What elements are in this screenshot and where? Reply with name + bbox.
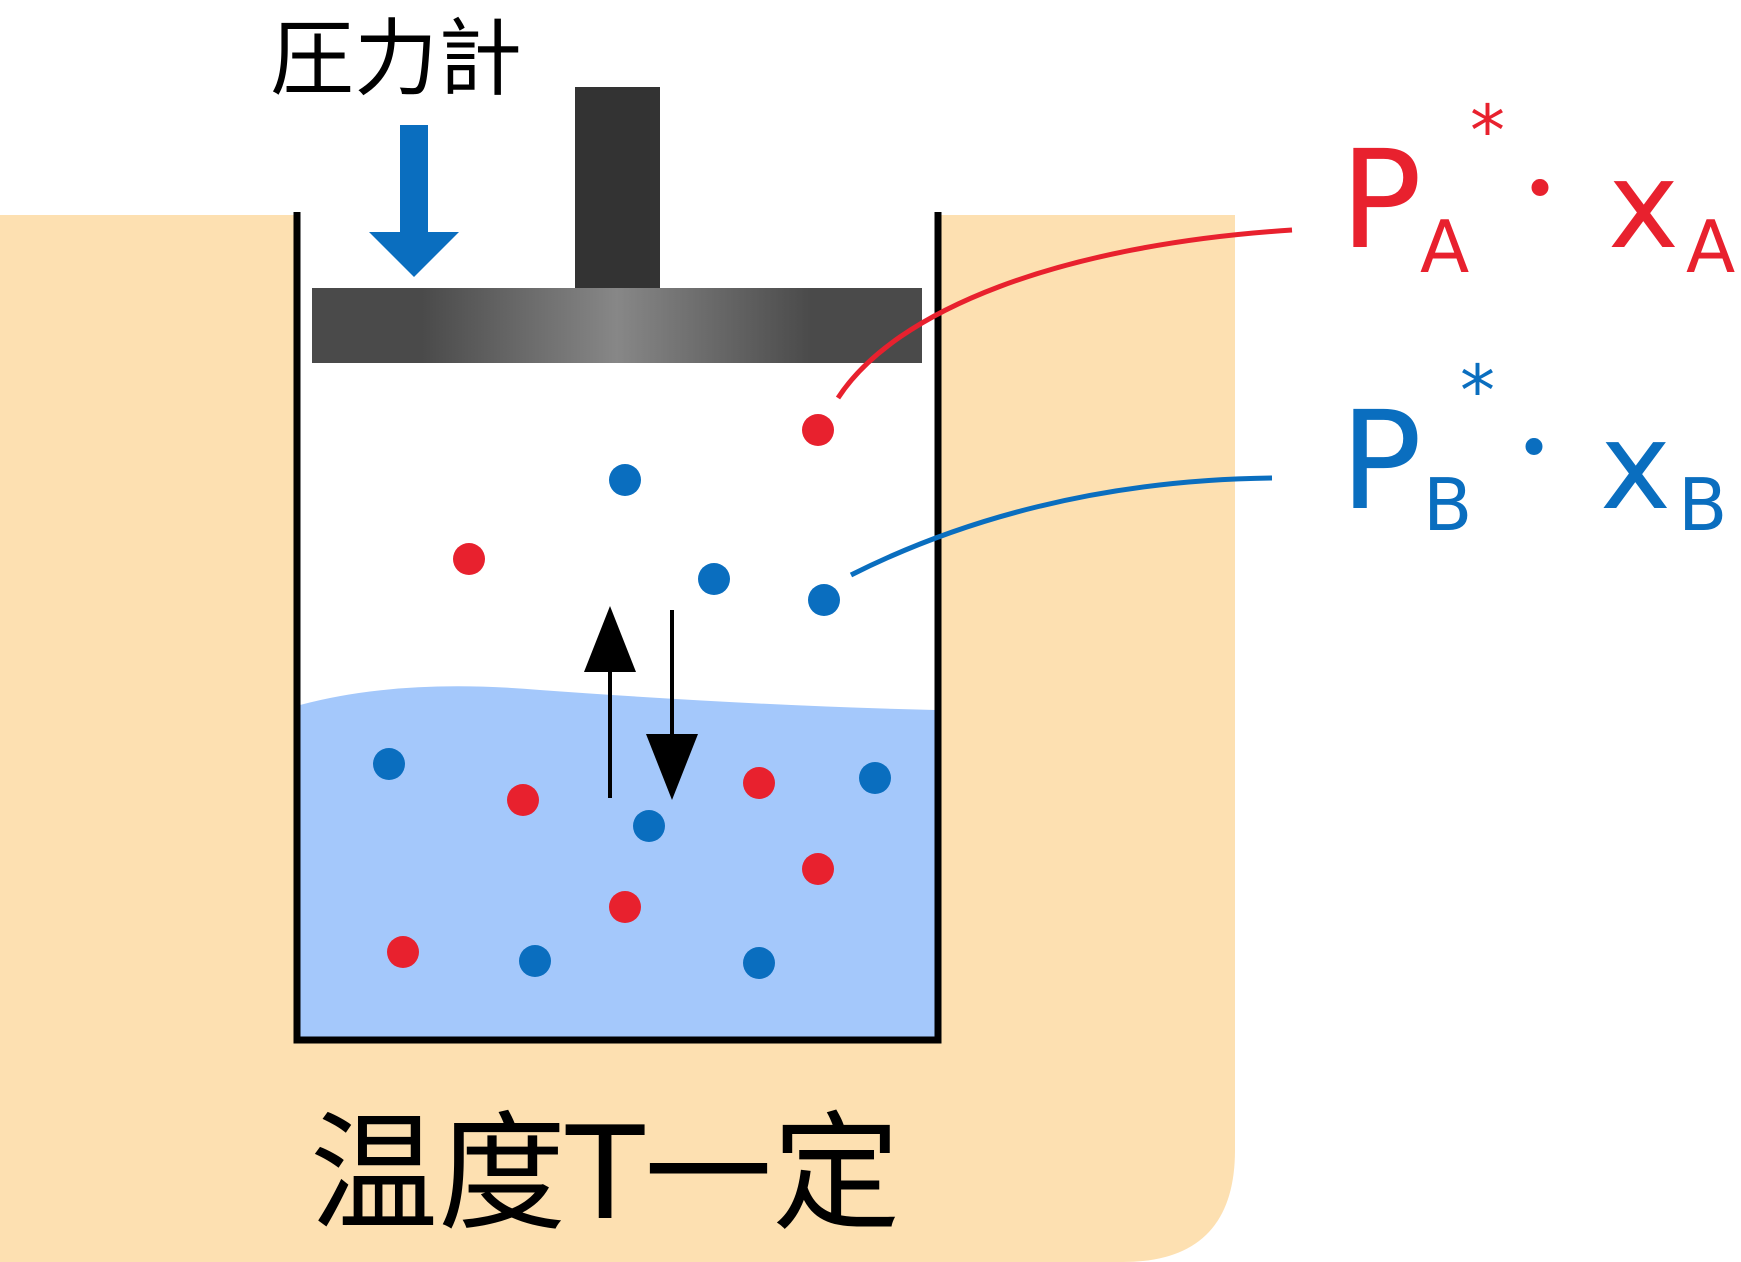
formula-b-dot: ・	[1494, 403, 1574, 496]
liquid-molecule-a	[802, 853, 834, 885]
evaporation-arrow	[584, 606, 636, 798]
formula-b-fraction: x	[1600, 398, 1671, 537]
formula-a-dot: ・	[1500, 144, 1580, 237]
liquid-molecule-b	[743, 947, 775, 979]
formula-a-fraction-subscript: A	[1686, 205, 1735, 289]
liquid-molecule-a	[609, 891, 641, 923]
constant-temperature-label: 温度T一定	[310, 1100, 900, 1249]
leader-line-b	[849, 475, 1273, 578]
pressure-gauge-label: 圧力計	[270, 10, 522, 108]
liquid-molecule-b	[859, 762, 891, 794]
leader-line-a	[835, 227, 1293, 400]
liquid-molecule-b	[519, 945, 551, 977]
liquid-molecule-a	[507, 784, 539, 816]
condensation-arrow	[646, 610, 698, 800]
formula-b-star: *	[1460, 350, 1495, 432]
vapor-molecule-a	[802, 414, 834, 446]
liquid-molecule-b	[373, 748, 405, 780]
liquid-molecule-a	[387, 936, 419, 968]
formula-a: P A * ・ x A	[1340, 90, 1735, 289]
vapor-molecule-b	[698, 563, 730, 595]
formula-b-subscript: B	[1423, 463, 1472, 547]
piston-plate	[312, 288, 922, 363]
vapor-molecule-b	[609, 464, 641, 496]
formula-a-pressure: P	[1340, 122, 1422, 280]
liquid-molecule-a	[743, 767, 775, 799]
formula-b-fraction-subscript: B	[1678, 463, 1727, 547]
vapor-molecule-b	[808, 584, 840, 616]
formula-a-fraction: x	[1608, 137, 1679, 276]
piston-rod	[575, 87, 660, 292]
formula-a-star: *	[1470, 90, 1505, 172]
liquid-molecule-b	[633, 810, 665, 842]
formula-b: P B * ・ x B	[1340, 350, 1727, 547]
container-walls	[293, 212, 942, 1044]
liquid-phase	[300, 686, 935, 1038]
formula-b-pressure: P	[1340, 383, 1422, 541]
formula-a-subscript: A	[1420, 205, 1469, 289]
pressure-arrow	[369, 125, 459, 277]
vapor-molecule-a	[453, 543, 485, 575]
